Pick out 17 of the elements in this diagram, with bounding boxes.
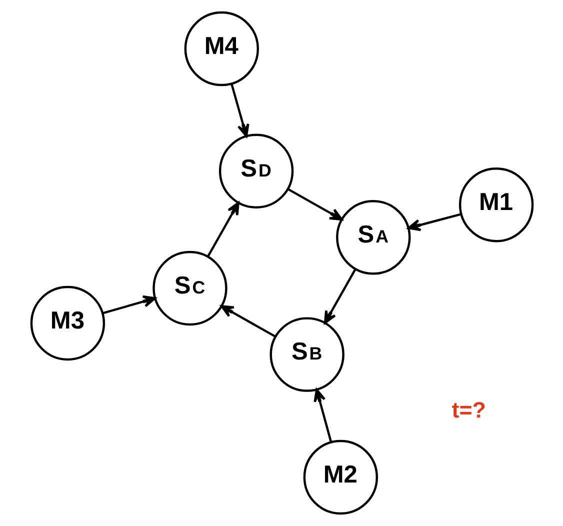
arrow xyxy=(323,268,356,324)
arrow xyxy=(286,188,342,221)
node-circle: SA xyxy=(336,200,410,275)
node-circle: SB xyxy=(269,317,344,392)
node-circle: SD xyxy=(218,134,294,208)
node-circle: M2 xyxy=(302,440,378,515)
label: t=? xyxy=(451,398,486,423)
node-circle: M4 xyxy=(184,11,258,86)
arrow xyxy=(206,202,239,258)
arrow xyxy=(220,305,276,338)
arrow xyxy=(313,388,332,442)
arrow xyxy=(102,295,156,314)
node-circle: M3 xyxy=(30,286,105,361)
arrow xyxy=(407,213,461,232)
arrow xyxy=(230,84,249,138)
node-circle: M1 xyxy=(458,167,534,242)
node-circle: SC xyxy=(152,250,227,326)
